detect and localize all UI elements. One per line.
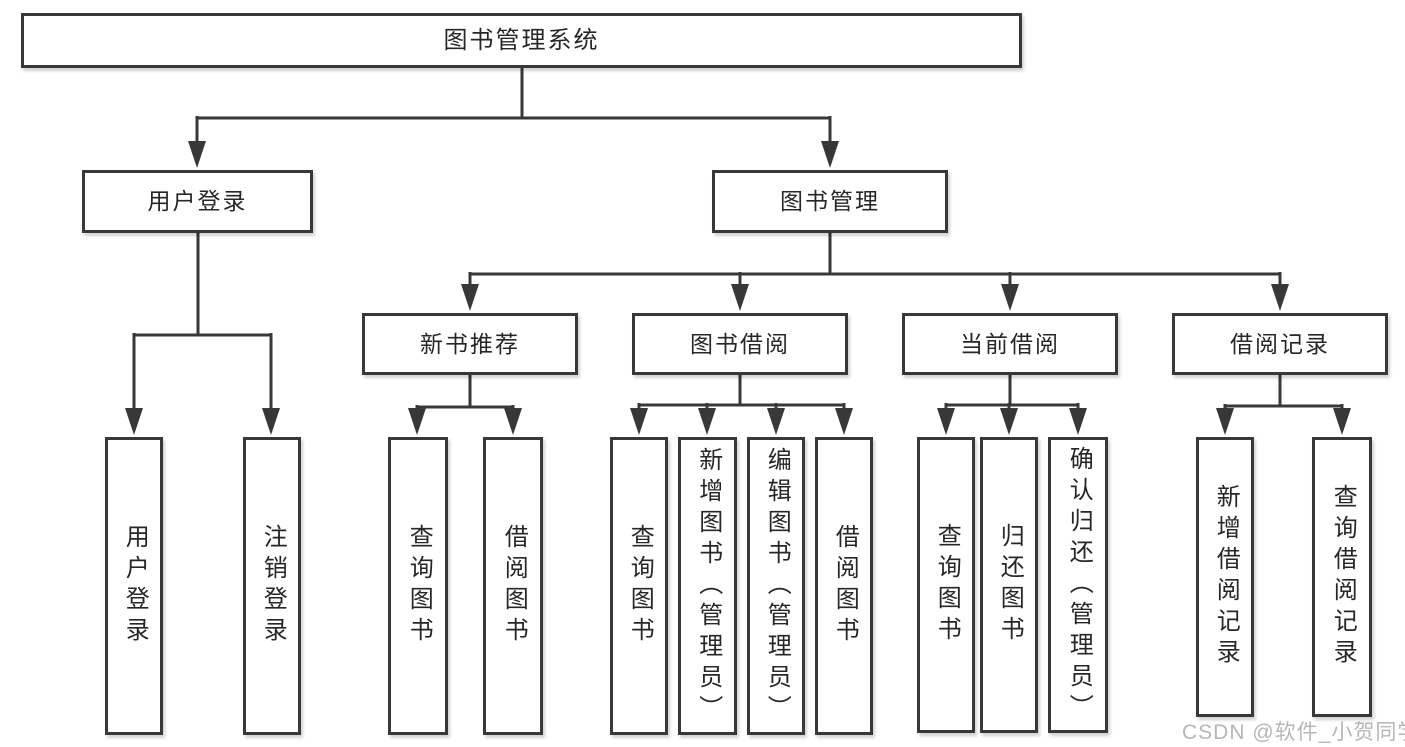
leaf-logout: 注销登录 (243, 437, 301, 735)
arrowheads-user-login-leaves (125, 408, 280, 435)
connector-root-to-level2 (195, 68, 832, 146)
node-user-login-label: 用户登录 (147, 188, 248, 214)
node-borrow-records: 借阅记录 (1172, 313, 1388, 375)
node-book-borrow-label: 图书借阅 (690, 330, 790, 357)
leaf-confirm-return-admin-label: 确认归还（管理员） (1065, 445, 1093, 725)
node-new-book-recommend: 新书推荐 (362, 313, 578, 375)
arrowheads-new-book-rec-leaves (408, 408, 522, 435)
leaf-return-books-label: 归还图书 (996, 523, 1024, 647)
leaf-edit-books-admin-label: 编辑图书（管理员） (763, 446, 791, 726)
leaf-user-login-label: 用户登录 (121, 524, 149, 648)
node-current-borrow: 当前借阅 (902, 313, 1118, 375)
leaf-return-books: 归还图书 (980, 437, 1038, 733)
arrowheads-current-borrow-leaves (937, 408, 1087, 435)
leaf-borrow-books-label: 借阅图书 (831, 524, 859, 648)
arrowheads-borrow-records-leaves (1216, 408, 1351, 435)
node-current-borrow-label: 当前借阅 (960, 330, 1060, 357)
csdn-watermark: CSDN @软件_小贺同学 (1182, 721, 1405, 744)
leaf-add-borrow-record: 新增借阅记录 (1196, 437, 1254, 717)
node-new-book-recommend-label: 新书推荐 (420, 330, 520, 357)
leaf-current-query-books-label: 查询图书 (933, 523, 961, 647)
leaf-confirm-return-admin: 确认归还（管理员） (1048, 437, 1108, 733)
node-root-label: 图书管理系统 (443, 26, 600, 54)
leaf-recommend-borrow-books: 借阅图书 (483, 437, 543, 735)
node-borrow-records-label: 借阅记录 (1230, 330, 1330, 357)
arrowheads-level3 (461, 284, 1289, 311)
node-book-management: 图书管理 (712, 170, 948, 233)
node-user-login: 用户登录 (82, 170, 313, 233)
leaf-query-borrow-record-label: 查询借阅记录 (1329, 484, 1357, 670)
leaf-recommend-query-books-label: 查询图书 (405, 524, 433, 648)
leaf-borrow-query-books-label: 查询图书 (626, 524, 654, 648)
node-book-management-label: 图书管理 (780, 188, 880, 214)
connector-book-borrow-branch (637, 375, 846, 412)
connector-borrow-records-branch (1223, 375, 1344, 412)
leaf-query-borrow-record: 查询借阅记录 (1312, 437, 1372, 717)
arrowheads-level2 (188, 141, 839, 168)
leaf-recommend-borrow-books-label: 借阅图书 (500, 524, 528, 648)
leaf-add-books-admin-label: 新增图书（管理员） (694, 446, 722, 726)
leaf-edit-books-admin: 编辑图书（管理员） (747, 437, 805, 735)
node-book-borrow: 图书借阅 (632, 313, 848, 375)
leaf-borrow-query-books: 查询图书 (610, 437, 668, 735)
connector-book-mgmt-to-level3 (468, 233, 1282, 288)
leaf-add-borrow-record-label: 新增借阅记录 (1212, 484, 1240, 670)
leaf-logout-label: 注销登录 (259, 524, 287, 648)
leaf-add-books-admin: 新增图书（管理员） (678, 437, 737, 735)
leaf-recommend-query-books: 查询图书 (388, 437, 448, 735)
connector-new-book-rec-branch (415, 375, 515, 412)
node-root-system: 图书管理系统 (21, 13, 1022, 68)
leaf-current-query-books: 查询图书 (917, 437, 975, 733)
leaf-borrow-books: 借阅图书 (815, 437, 873, 735)
connector-current-borrow-branch (944, 375, 1080, 412)
connector-user-login-branch (132, 233, 273, 412)
leaf-user-login: 用户登录 (105, 437, 163, 735)
arrowheads-book-borrow-leaves (630, 408, 853, 435)
